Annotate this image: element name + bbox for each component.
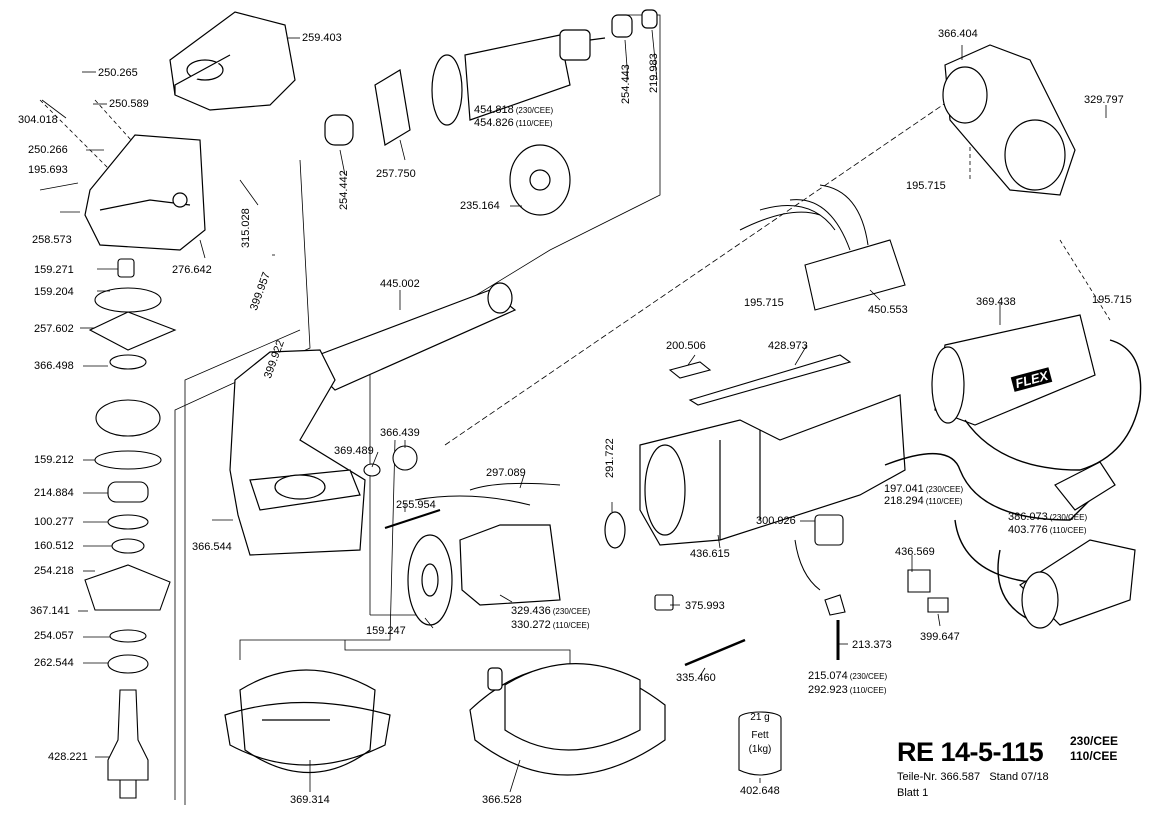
part-label: 329.436(230/CEE) — [511, 605, 591, 617]
part-label: 262.544 — [34, 657, 74, 669]
part-label: 195.715 — [744, 297, 784, 309]
part-label: 454.826(110/CEE) — [474, 117, 553, 129]
gear-housing-part — [85, 135, 205, 250]
part-label: 258.573 — [32, 234, 72, 246]
part-label: 315.028 — [240, 208, 252, 248]
grease-amount: 21 g — [750, 712, 770, 723]
sheet-number: Blatt 1 — [897, 787, 929, 799]
stator-part — [408, 512, 625, 625]
part-label: 366.404 — [938, 28, 978, 40]
motor-housing-part — [640, 395, 905, 545]
part-label: 329.797 — [1084, 94, 1124, 106]
cable-plug — [885, 340, 1141, 620]
part-label: 214.884 — [34, 487, 74, 499]
part-label: 218.294(110/CEE) — [884, 495, 963, 507]
wires — [470, 185, 868, 590]
part-label: 297.089 — [486, 467, 526, 479]
part-label: 250.266 — [28, 144, 68, 156]
part-label: 330.272(110/CEE) — [511, 619, 590, 631]
part-label: 159.271 — [34, 264, 74, 276]
part-label: 235.164 — [460, 200, 500, 212]
guard-369 — [225, 670, 390, 773]
part-label: 200.506 — [666, 340, 706, 352]
part-label: 304.018 — [18, 114, 58, 126]
model-title: RE 14-5-115 — [897, 737, 1044, 767]
variant-label: 110/CEE — [1070, 749, 1118, 763]
part-label: 436.569 — [895, 546, 935, 558]
part-label: 250.265 — [98, 67, 138, 79]
part-label: 276.642 — [172, 264, 212, 276]
part-label: 257.602 — [34, 323, 74, 335]
grease-name: Fett — [751, 730, 769, 741]
part-label: 399.647 — [920, 631, 960, 643]
grease-jar-icon — [739, 712, 781, 775]
part-label: 159.212 — [34, 454, 74, 466]
spindle-stack — [85, 259, 175, 798]
part-number: Teile-Nr. 366.587 Stand 07/18 — [897, 771, 1049, 783]
part-label: 259.403 — [302, 32, 342, 44]
part-label: 100.277 — [34, 516, 74, 528]
part-label: 292.923(110/CEE) — [808, 684, 887, 696]
part-label: 436.615 — [690, 548, 730, 560]
variant-label: 230/CEE — [1070, 734, 1119, 748]
part-label: 257.750 — [376, 168, 416, 180]
part-label: 197.041(230/CEE) — [884, 483, 964, 495]
part-label: 335.460 — [676, 672, 716, 684]
part-label: 366.498 — [34, 360, 74, 372]
handle-cover-part — [932, 315, 1095, 425]
part-label: 159.247 — [366, 625, 406, 637]
tube-part — [305, 283, 515, 390]
guard-366-528 — [470, 664, 665, 775]
part-label: 215.074(230/CEE) — [808, 670, 888, 682]
dust-port-part — [943, 45, 1075, 195]
part-label: 366.544 — [192, 541, 232, 553]
part-label: 403.776(110/CEE) — [1008, 524, 1087, 536]
part-label: 195.715 — [906, 180, 946, 192]
small-parts — [364, 240, 948, 665]
part-label: 255.954 — [396, 499, 436, 511]
part-label: 291.722 — [604, 438, 616, 478]
part-label: 450.553 — [868, 304, 908, 316]
part-label: 402.648 — [740, 785, 780, 797]
part-label: 428.221 — [48, 751, 88, 763]
part-label: 369.314 — [290, 794, 330, 806]
part-label: 254.443 — [620, 64, 632, 104]
part-label: 454.818(230/CEE) — [474, 104, 554, 116]
leader-lines — [40, 30, 1106, 792]
part-label: 254.442 — [338, 170, 350, 210]
part-label: 369.489 — [334, 445, 374, 457]
part-label: 366.528 — [482, 794, 522, 806]
part-label: 428.973 — [768, 340, 808, 352]
part-label: 386.073(230/CEE) — [1008, 511, 1088, 523]
part-label: 195.693 — [28, 164, 68, 176]
part-label: 250.589 — [109, 98, 149, 110]
grease-qty: (1kg) — [748, 744, 772, 755]
part-label: 254.057 — [34, 630, 74, 642]
part-label: 195.715 — [1092, 294, 1132, 306]
part-label: 160.512 — [34, 540, 74, 552]
plug-part — [1020, 462, 1135, 628]
part-label: 367.141 — [30, 605, 70, 617]
armature-part — [325, 10, 657, 215]
part-label: 375.993 — [685, 600, 725, 612]
part-label: 445.002 — [380, 278, 420, 290]
part-label: 213.373 — [852, 639, 892, 651]
front-housing-part — [230, 350, 365, 555]
part-label: 300.926 — [756, 515, 796, 527]
part-label: 369.438 — [976, 296, 1016, 308]
part-label: 366.439 — [380, 427, 420, 439]
part-label: 219.983 — [648, 53, 660, 93]
part-label: 159.204 — [34, 286, 74, 298]
part-label: 254.218 — [34, 565, 74, 577]
gear-cover-part — [170, 12, 295, 110]
